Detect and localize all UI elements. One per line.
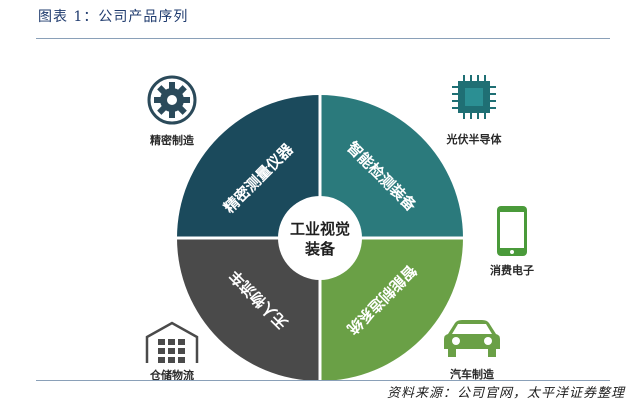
top-divider (36, 38, 610, 39)
phone-icon-label: 消费电子 (490, 263, 534, 277)
bottom-divider (36, 380, 610, 381)
gear-icon-label: 精密制造 (150, 133, 195, 147)
gear-icon (147, 75, 197, 125)
warehouse-icon-label: 仓储物流 (149, 368, 194, 382)
center-label-line2: 装备 (304, 240, 336, 258)
chip-icon-label: 光伏半导体 (446, 132, 503, 146)
segment-precision-instruments (177, 95, 320, 238)
segment-smart-inspection (320, 95, 463, 238)
figure-title: 图表 1：公司产品序列 (38, 9, 189, 25)
segment-unmanned-logistics (177, 238, 320, 381)
chip-icon (452, 75, 496, 119)
center-circle (278, 196, 362, 280)
phone-icon (497, 206, 527, 256)
center-label-line1: 工业视觉 (290, 220, 350, 238)
car-icon (444, 320, 500, 357)
source-note: 资料来源：公司官网，太平洋证券整理 (386, 386, 625, 401)
warehouse-icon (145, 321, 199, 363)
car-icon-label: 汽车制造 (450, 367, 495, 381)
segment-smart-manufacturing (320, 238, 463, 381)
